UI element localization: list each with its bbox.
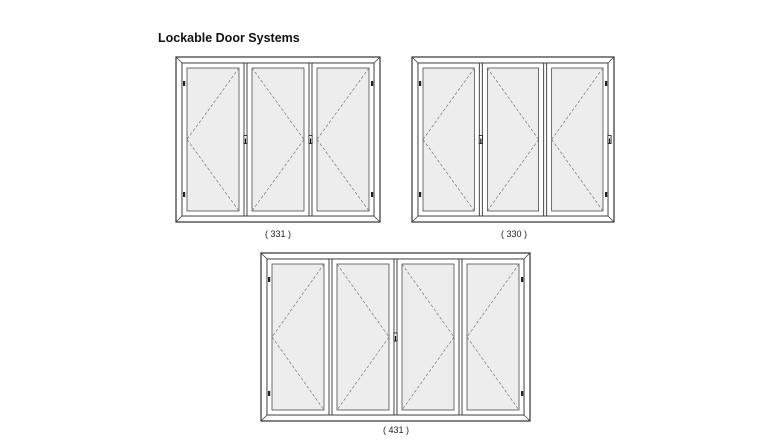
hinge-icon — [371, 81, 374, 86]
hinge-icon — [371, 192, 374, 197]
hinge-icon — [268, 391, 271, 396]
hinge-icon — [268, 277, 271, 282]
panel-glass — [401, 263, 455, 411]
page-title: Lockable Door Systems — [158, 31, 300, 45]
door-handle-icon — [607, 135, 612, 144]
door-panel — [396, 258, 460, 416]
panel-glass — [336, 263, 390, 411]
frame-corner-line — [373, 215, 381, 223]
door-panel — [181, 62, 245, 217]
door-panel — [546, 62, 609, 217]
panel-glass — [422, 67, 475, 212]
panel-glass — [186, 67, 240, 212]
door-panel — [331, 258, 395, 416]
frame-corner-line — [411, 215, 419, 223]
hinge-icon — [183, 192, 186, 197]
panel-glass — [486, 67, 540, 212]
system-code-330: ( 330 ) — [500, 229, 528, 239]
hinge-icon — [419, 192, 422, 197]
panel-glass — [466, 263, 520, 411]
door-system-331 — [175, 56, 381, 223]
door-handle-icon — [308, 135, 313, 144]
door-handle-icon — [478, 135, 483, 144]
door-handle-icon — [393, 332, 398, 342]
door-panel — [481, 62, 545, 217]
frame-corner-line — [373, 56, 381, 64]
door-system-431 — [260, 252, 531, 422]
system-code-331: ( 331 ) — [264, 229, 292, 239]
hinge-icon — [521, 391, 524, 396]
panel-glass — [551, 67, 604, 212]
hinge-icon — [183, 81, 186, 86]
frame-corner-line — [523, 414, 531, 422]
frame-corner-line — [523, 252, 531, 260]
system-code-431: ( 431 ) — [382, 425, 410, 435]
hinge-icon — [605, 81, 608, 86]
frame-corner-line — [260, 252, 268, 260]
hinge-icon — [605, 192, 608, 197]
frame-corner-line — [607, 56, 615, 64]
door-panel — [417, 62, 480, 217]
door-panel — [246, 62, 310, 217]
frame-corner-line — [175, 215, 183, 223]
panel-glass — [251, 67, 305, 212]
hinge-icon — [521, 277, 524, 282]
door-panel — [311, 62, 375, 217]
panel-glass — [316, 67, 370, 212]
door-panel — [266, 258, 330, 416]
hinge-icon — [419, 81, 422, 86]
door-system-330 — [411, 56, 615, 223]
panel-glass — [271, 263, 325, 411]
frame-corner-line — [175, 56, 183, 64]
frame-corner-line — [411, 56, 419, 64]
door-panel — [461, 258, 525, 416]
door-handle-icon — [243, 135, 248, 144]
frame-corner-line — [607, 215, 615, 223]
frame-corner-line — [260, 414, 268, 422]
